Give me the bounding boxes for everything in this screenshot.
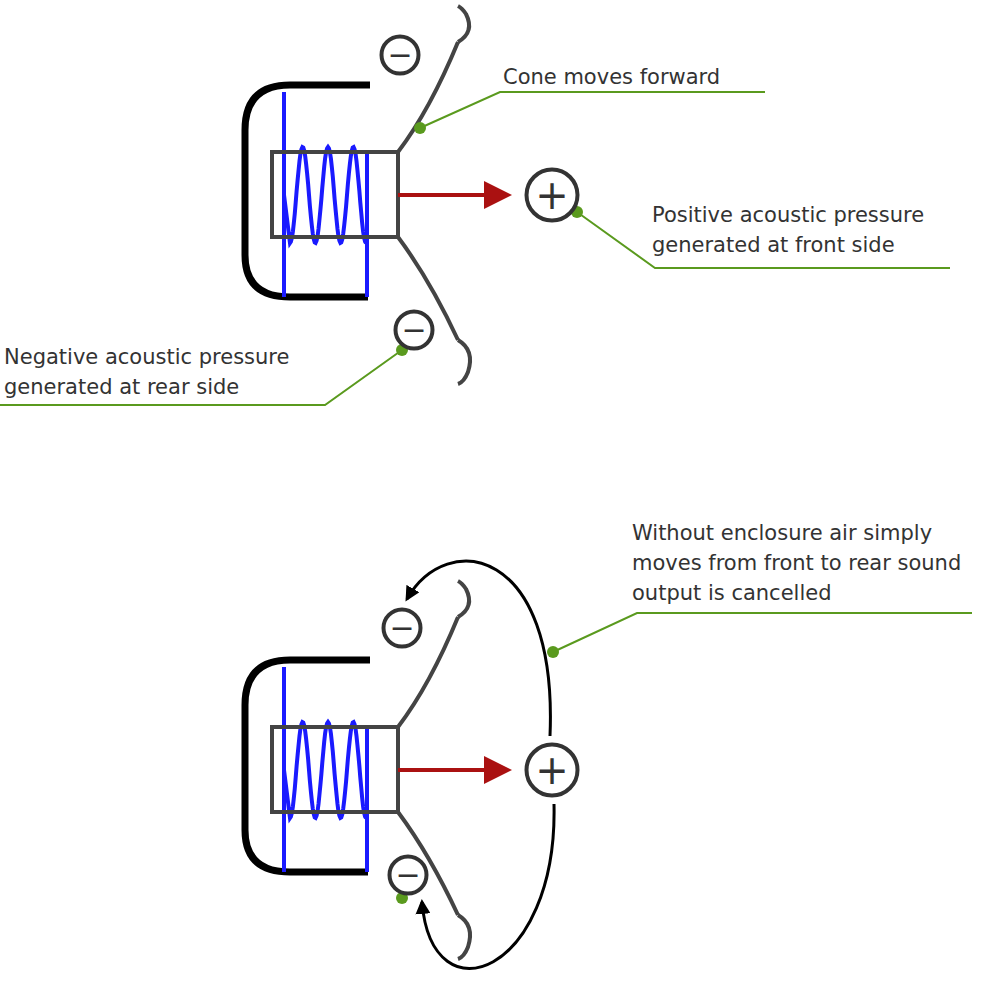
- pressure-sign: +: [524, 167, 580, 223]
- pressure-sign: −: [393, 309, 435, 351]
- pressure-sign: −: [379, 34, 421, 76]
- speaker-top: [245, 6, 512, 384]
- pressure-sign: −: [387, 854, 429, 896]
- pressure-note: Positive acoustic pressure generated at …: [652, 200, 992, 260]
- airflow-arrow: [422, 804, 554, 969]
- pressure-circle: −: [393, 309, 435, 351]
- cone-note: Cone moves forward: [503, 62, 803, 92]
- pressure-note: Negative acoustic pressure generated at …: [4, 342, 354, 402]
- pressure-sign: +: [524, 742, 580, 798]
- pressure-sign: −: [381, 607, 423, 649]
- pressure-circle: +: [524, 167, 580, 223]
- pressure-circle: +: [524, 742, 580, 798]
- pressure-circle: −: [387, 854, 429, 896]
- pressure-circle: −: [379, 34, 421, 76]
- cancel-note: Without enclosure air simply moves from …: [632, 518, 996, 608]
- airflow-arrow: [407, 561, 550, 736]
- pressure-circle: −: [381, 607, 423, 649]
- speaker-bottom: [245, 581, 512, 959]
